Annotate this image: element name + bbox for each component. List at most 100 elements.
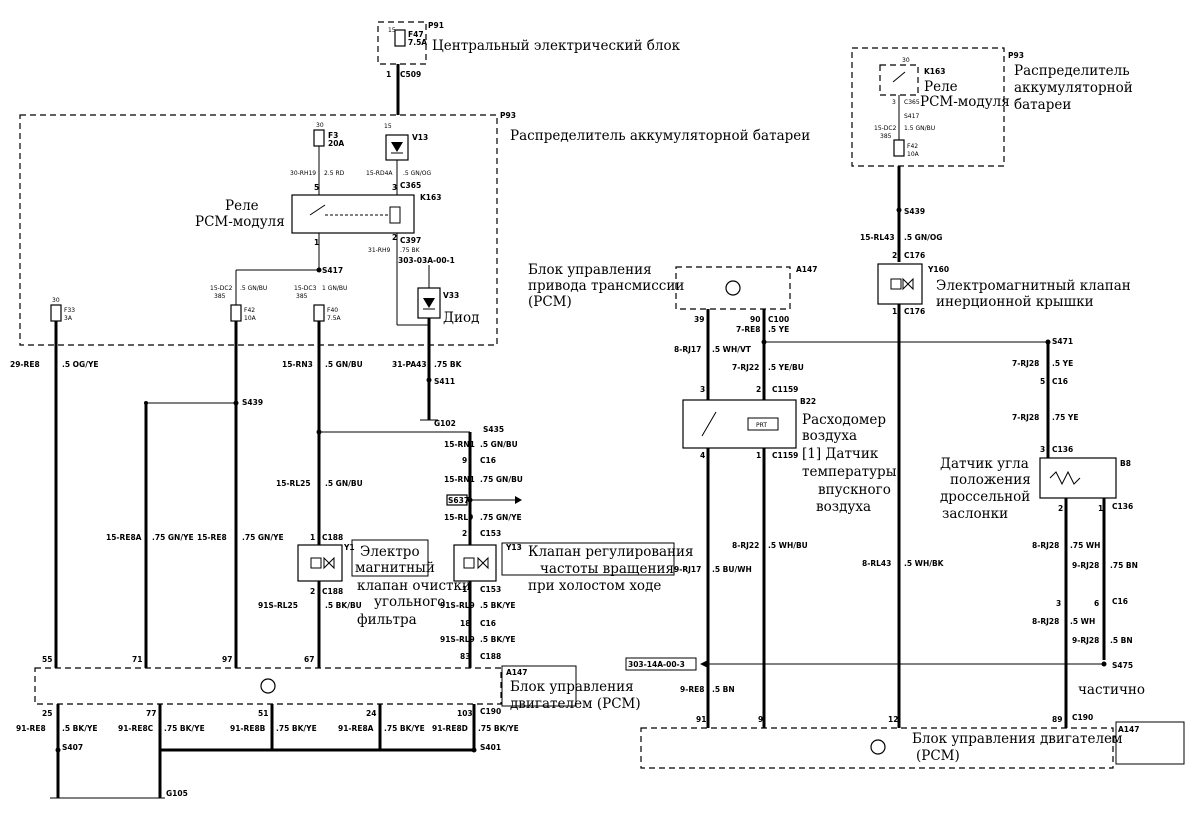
b8-label-0: Датчик угла (940, 456, 1029, 472)
pcm-left-box (34, 667, 502, 705)
wire-15-re8a-color: .75 GN/YE (152, 533, 194, 542)
wire-30-color: 2.5 RD (324, 170, 345, 177)
ref-303-label: 303-14A-00-3 (628, 660, 685, 669)
c16a-label: C16 (480, 456, 496, 465)
wire-15-rl43-color: .5 GN/OG (904, 233, 942, 242)
fuse-f42-name: F42 (244, 307, 255, 314)
valve-y1-id: Y1 (343, 543, 355, 552)
tcm-c100: C100 (768, 315, 789, 324)
wire-15-rn1a-color: .5 GN/BU (480, 440, 518, 449)
tcm-pin90: 90 (750, 315, 760, 324)
g105-label: G105 (166, 789, 188, 798)
pcm-right-id-frame (1115, 721, 1185, 765)
wire-91-re8a-name: 91-RE8A (338, 724, 374, 733)
pcm-right-label-1: Блок управления двигателем (912, 731, 1123, 747)
valve-y1-label-0: Электро (360, 544, 420, 560)
s471-label: S471 (1052, 337, 1073, 346)
b22-pin2: 2 (756, 385, 761, 394)
tcm-label-3: (PCM) (528, 294, 572, 310)
central-block-id: P91 (428, 21, 444, 30)
b22-label-0: Расходомер (802, 412, 886, 428)
wire-8-rj28e-name: 8-RJ28 (1032, 617, 1059, 626)
pcm-pin-77: 77 (146, 709, 156, 718)
wire-7-re8-name: 7-RE8 (736, 325, 760, 334)
wire-15-dc2-b: 385 (214, 293, 226, 300)
tcm-icon (725, 280, 741, 296)
wire-15-re8-name: 15-RE8 (197, 533, 227, 542)
b22-pin4: 4 (700, 451, 705, 460)
battery-distributor-label: Распределитель аккумуляторной батареи (510, 128, 810, 144)
c16b-pin6: 6 (1094, 599, 1099, 608)
fuse-f3-name: F3 (328, 131, 338, 140)
right-fuse-name: F42 (907, 143, 918, 150)
right-fuse-rating: 10A (907, 151, 920, 158)
pcm-right-box (640, 727, 1114, 769)
pcm-right-label-2: (PCM) (916, 748, 960, 764)
valve-y160-id: Y160 (927, 265, 949, 274)
relay-label-2: PCM-модуля (195, 214, 285, 230)
wire-15-re8-color: .75 GN/YE (242, 533, 284, 542)
b22-id: B22 (800, 397, 816, 406)
c16-label: C16 (1052, 377, 1068, 386)
y160-c176a: C176 (904, 251, 925, 260)
wire-31-pa43-color: .75 BK (434, 360, 463, 369)
pcm-right-icon (870, 739, 886, 755)
s637-box (446, 494, 468, 506)
wire-15-rl9-name: 15-RL9 (444, 513, 473, 522)
wire-15-rn3-color: .5 GN/BU (325, 360, 363, 369)
fuse-f3-pin: 30 (316, 122, 324, 129)
wire-91-re8b-color: .75 BK/YE (276, 724, 317, 733)
wire-91-re8d-color: .75 BK/YE (478, 724, 519, 733)
right-fuse-f42-icon (893, 139, 905, 157)
c509-label: C509 (400, 70, 421, 79)
right-relay-pin3: 3 (892, 99, 896, 106)
tcm-pin39: 39 (694, 315, 704, 324)
b8-pin3: 3 (1040, 445, 1045, 454)
tcm-id: A147 (796, 265, 817, 274)
wire-91s-rl9c-color: .5 BK/YE (480, 635, 516, 644)
pcm-pin-67: 67 (304, 655, 314, 664)
valve-y1-label-1: магнитный (355, 560, 435, 576)
wire-15-rn3-name: 15-RN3 (282, 360, 313, 369)
wire-9-rj28d-color: .75 BN (1110, 561, 1138, 570)
wire-91s-rl25-color: .5 BK/BU (325, 601, 362, 610)
relay-pin2: 2 (392, 233, 397, 242)
right-pcm-pin-9: 9 (758, 715, 763, 724)
valve-y13-label-1: частоты вращения (540, 561, 674, 577)
wire-91-re8c-name: 91-RE8C (118, 724, 154, 733)
y160-pin2: 2 (892, 251, 897, 260)
right-battery-label-1: Распределитель (1014, 63, 1130, 79)
partial-label: частично (1078, 682, 1145, 698)
wire-9-rj28f-color: .5 BN (1110, 636, 1133, 645)
sensor-b22-box (682, 399, 797, 449)
relay-pin3: 3 (392, 183, 397, 192)
fuse-f33-name: F33 (64, 307, 75, 314)
wire-9-re8-name: 9-RE8 (680, 685, 704, 694)
wire-9-rj17-name: 9-RJ17 (674, 565, 701, 574)
c16b-label: C16 (1112, 597, 1128, 606)
b22-c1159a: C1159 (772, 385, 798, 394)
s417-label: S417 (322, 266, 343, 275)
valve-y13-label-frame (501, 542, 675, 576)
right-battery-label-2: аккумуляторной (1014, 80, 1133, 96)
right-wire-15-dc2: 15-DC2 (874, 125, 897, 132)
wire-15-dc3-color: 1 GN/BU (322, 285, 347, 292)
wire-15-rd4a: 15-RD4A (366, 170, 393, 177)
wire-8-rl43-color: .5 WH/BK (904, 559, 945, 568)
g102-label: G102 (434, 419, 456, 428)
right-battery-label-3: батареи (1014, 97, 1071, 113)
c16b-pin3: 3 (1056, 599, 1061, 608)
b8-c136a: C136 (1052, 445, 1073, 454)
wire-15-rl9-color: .75 GN/YE (480, 513, 522, 522)
wire-8-rj22-name: 8-RJ22 (732, 541, 759, 550)
b22-label-5: воздуха (816, 499, 871, 515)
right-wire-15-dc2-b: 385 (880, 133, 892, 140)
fuse-f40-name: F40 (327, 307, 338, 314)
c188b-pin: 2 (310, 587, 315, 596)
wire-91s-rl9c-name: 91S-RL9 (440, 635, 475, 644)
c16a-pin: 9 (462, 456, 467, 465)
wire-7-rj28a-name: 7-RJ28 (1012, 359, 1039, 368)
fuse-f33-rating: 3A (64, 315, 73, 322)
wire-8-rj17-name: 8-RJ17 (674, 345, 701, 354)
c509-pin: 1 (386, 70, 391, 79)
